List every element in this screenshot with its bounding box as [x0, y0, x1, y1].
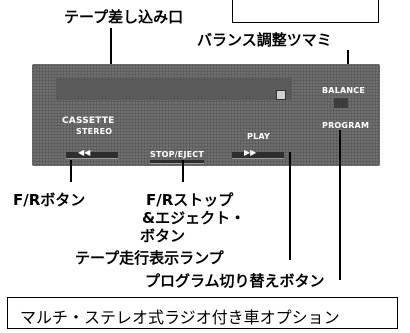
- callout-tape-lamp: テープ走行表示ランプ: [75, 249, 224, 267]
- rewind-icon: ◀◀: [78, 148, 91, 157]
- caption-text: マルチ・ステレオ式ラジオ付き車オプション: [20, 308, 340, 327]
- play-label: PLAY: [247, 132, 270, 141]
- fast-forward-button[interactable]: ▶▶: [232, 148, 284, 159]
- cassette-label: CASSETTE: [62, 116, 115, 126]
- stereo-label: STEREO: [76, 127, 113, 136]
- leader-tape-slot: [110, 28, 112, 78]
- callout-program-button: プログラム切り替えボタン: [145, 272, 325, 290]
- leader-program: [339, 130, 341, 280]
- leader-stop-eject: [182, 160, 184, 182]
- caption-box: マルチ・ステレオ式ラジオ付き車オプション: [7, 297, 398, 329]
- stop-eject-label: STOP/EJECT: [150, 150, 205, 159]
- callout-fr-stop-eject-1: F/Rストップ: [146, 191, 234, 209]
- callout-fr-button: F/Rボタン: [13, 191, 86, 209]
- rewind-button[interactable]: ◀◀: [66, 148, 118, 159]
- callout-fr-stop-eject-2: &エジェクト・: [142, 209, 246, 227]
- tape-lamp: [276, 90, 286, 100]
- fast-forward-icon: ▶▶: [244, 148, 257, 157]
- leader-tape-lamp: [289, 152, 291, 260]
- leader-fr-button: [70, 160, 72, 182]
- balance-label: BALANCE: [322, 86, 366, 95]
- stop-eject-button[interactable]: [150, 160, 204, 164]
- callout-tape-slot: テープ差し込み口: [64, 8, 184, 26]
- stereo-panel: CASSETTE STEREO PLAY BALANCE PROGRAM ◀◀ …: [32, 64, 380, 166]
- callout-fr-stop-eject-3: ボタン: [140, 227, 186, 245]
- tape-slot[interactable]: [56, 78, 292, 100]
- program-label: PROGRAM: [322, 121, 370, 130]
- callout-frame: [232, 0, 379, 23]
- callout-balance-knob: バランス調整ツマミ: [197, 31, 332, 49]
- balance-knob[interactable]: [334, 98, 348, 108]
